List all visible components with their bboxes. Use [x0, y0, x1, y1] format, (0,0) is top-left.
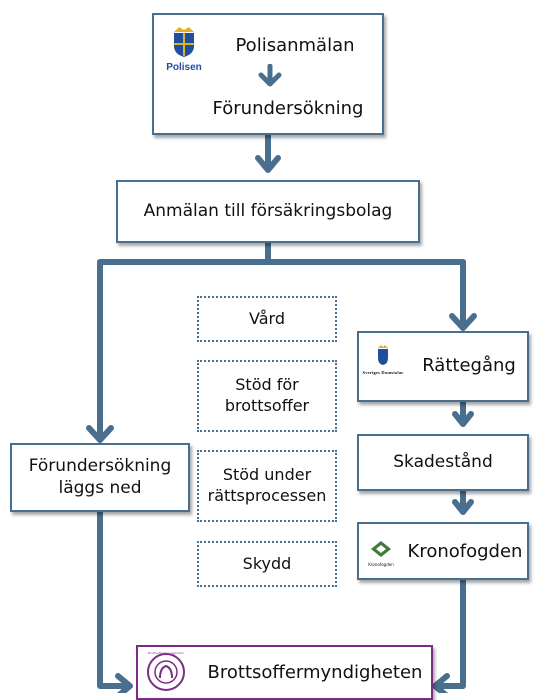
support-box-care: Vård	[197, 296, 337, 342]
arrowhead-damages	[452, 411, 474, 427]
police-crest-icon	[174, 27, 194, 57]
court-logo-text: Sveriges Domstolar	[362, 370, 404, 375]
authority-emblem-icon	[147, 653, 185, 691]
court-logo: Sveriges Domstolar	[361, 344, 405, 376]
police-investigation-label: Förundersökning	[212, 98, 364, 119]
police-logo: Polisen	[160, 22, 208, 82]
support-box-legal-process: Stöd under rättsprocessen	[197, 450, 337, 522]
authority-logo-text: Brottsoffermyndigheten	[148, 652, 184, 655]
court-label: Rättegång	[422, 355, 516, 376]
police-logo-text: Polisen	[166, 62, 202, 73]
support-box-protection: Skydd	[197, 541, 337, 587]
arrowhead-insurance	[255, 155, 281, 173]
insurance-box: Anmälan till försäkringsbolag	[116, 180, 420, 243]
investigation-closed-box: Förundersökning läggs ned	[10, 443, 190, 512]
authority-box	[136, 645, 433, 700]
police-internal-arrow-icon	[258, 64, 282, 87]
kronofogden-logo-icon	[371, 541, 391, 557]
support-care-label: Vård	[249, 308, 285, 328]
police-report-label: Polisanmälan	[235, 35, 355, 56]
arrowhead-court	[449, 313, 477, 331]
arrowhead-closed	[86, 425, 114, 443]
authority-logo: Brottsoffermyndigheten	[146, 652, 186, 692]
court-crest-icon	[378, 345, 388, 365]
authority-label: Brottsoffermyndigheten	[207, 662, 423, 683]
support-legal-label: Stöd under rättsprocessen	[207, 465, 327, 505]
support-victim-label: Stöd för brottsoffer	[224, 375, 310, 415]
enforcement-logo-text: Kronofogden	[368, 562, 394, 567]
support-box-victim-support: Stöd för brottsoffer	[197, 360, 337, 432]
enforcement-logo: Kronofogden	[362, 540, 400, 567]
connector-enforcement-authority	[434, 577, 466, 689]
support-protection-label: Skydd	[242, 553, 292, 573]
damages-box: Skadestånd	[357, 434, 529, 491]
enforcement-label: Kronofogden	[407, 541, 523, 562]
court-box	[357, 331, 529, 402]
connector-closed-authority	[97, 509, 131, 689]
investigation-closed-label: Förundersökning läggs ned	[28, 456, 172, 498]
damages-label: Skadestånd	[393, 451, 493, 472]
insurance-label: Anmälan till försäkringsbolag	[143, 200, 393, 221]
arrowhead-enforcement	[452, 499, 474, 515]
